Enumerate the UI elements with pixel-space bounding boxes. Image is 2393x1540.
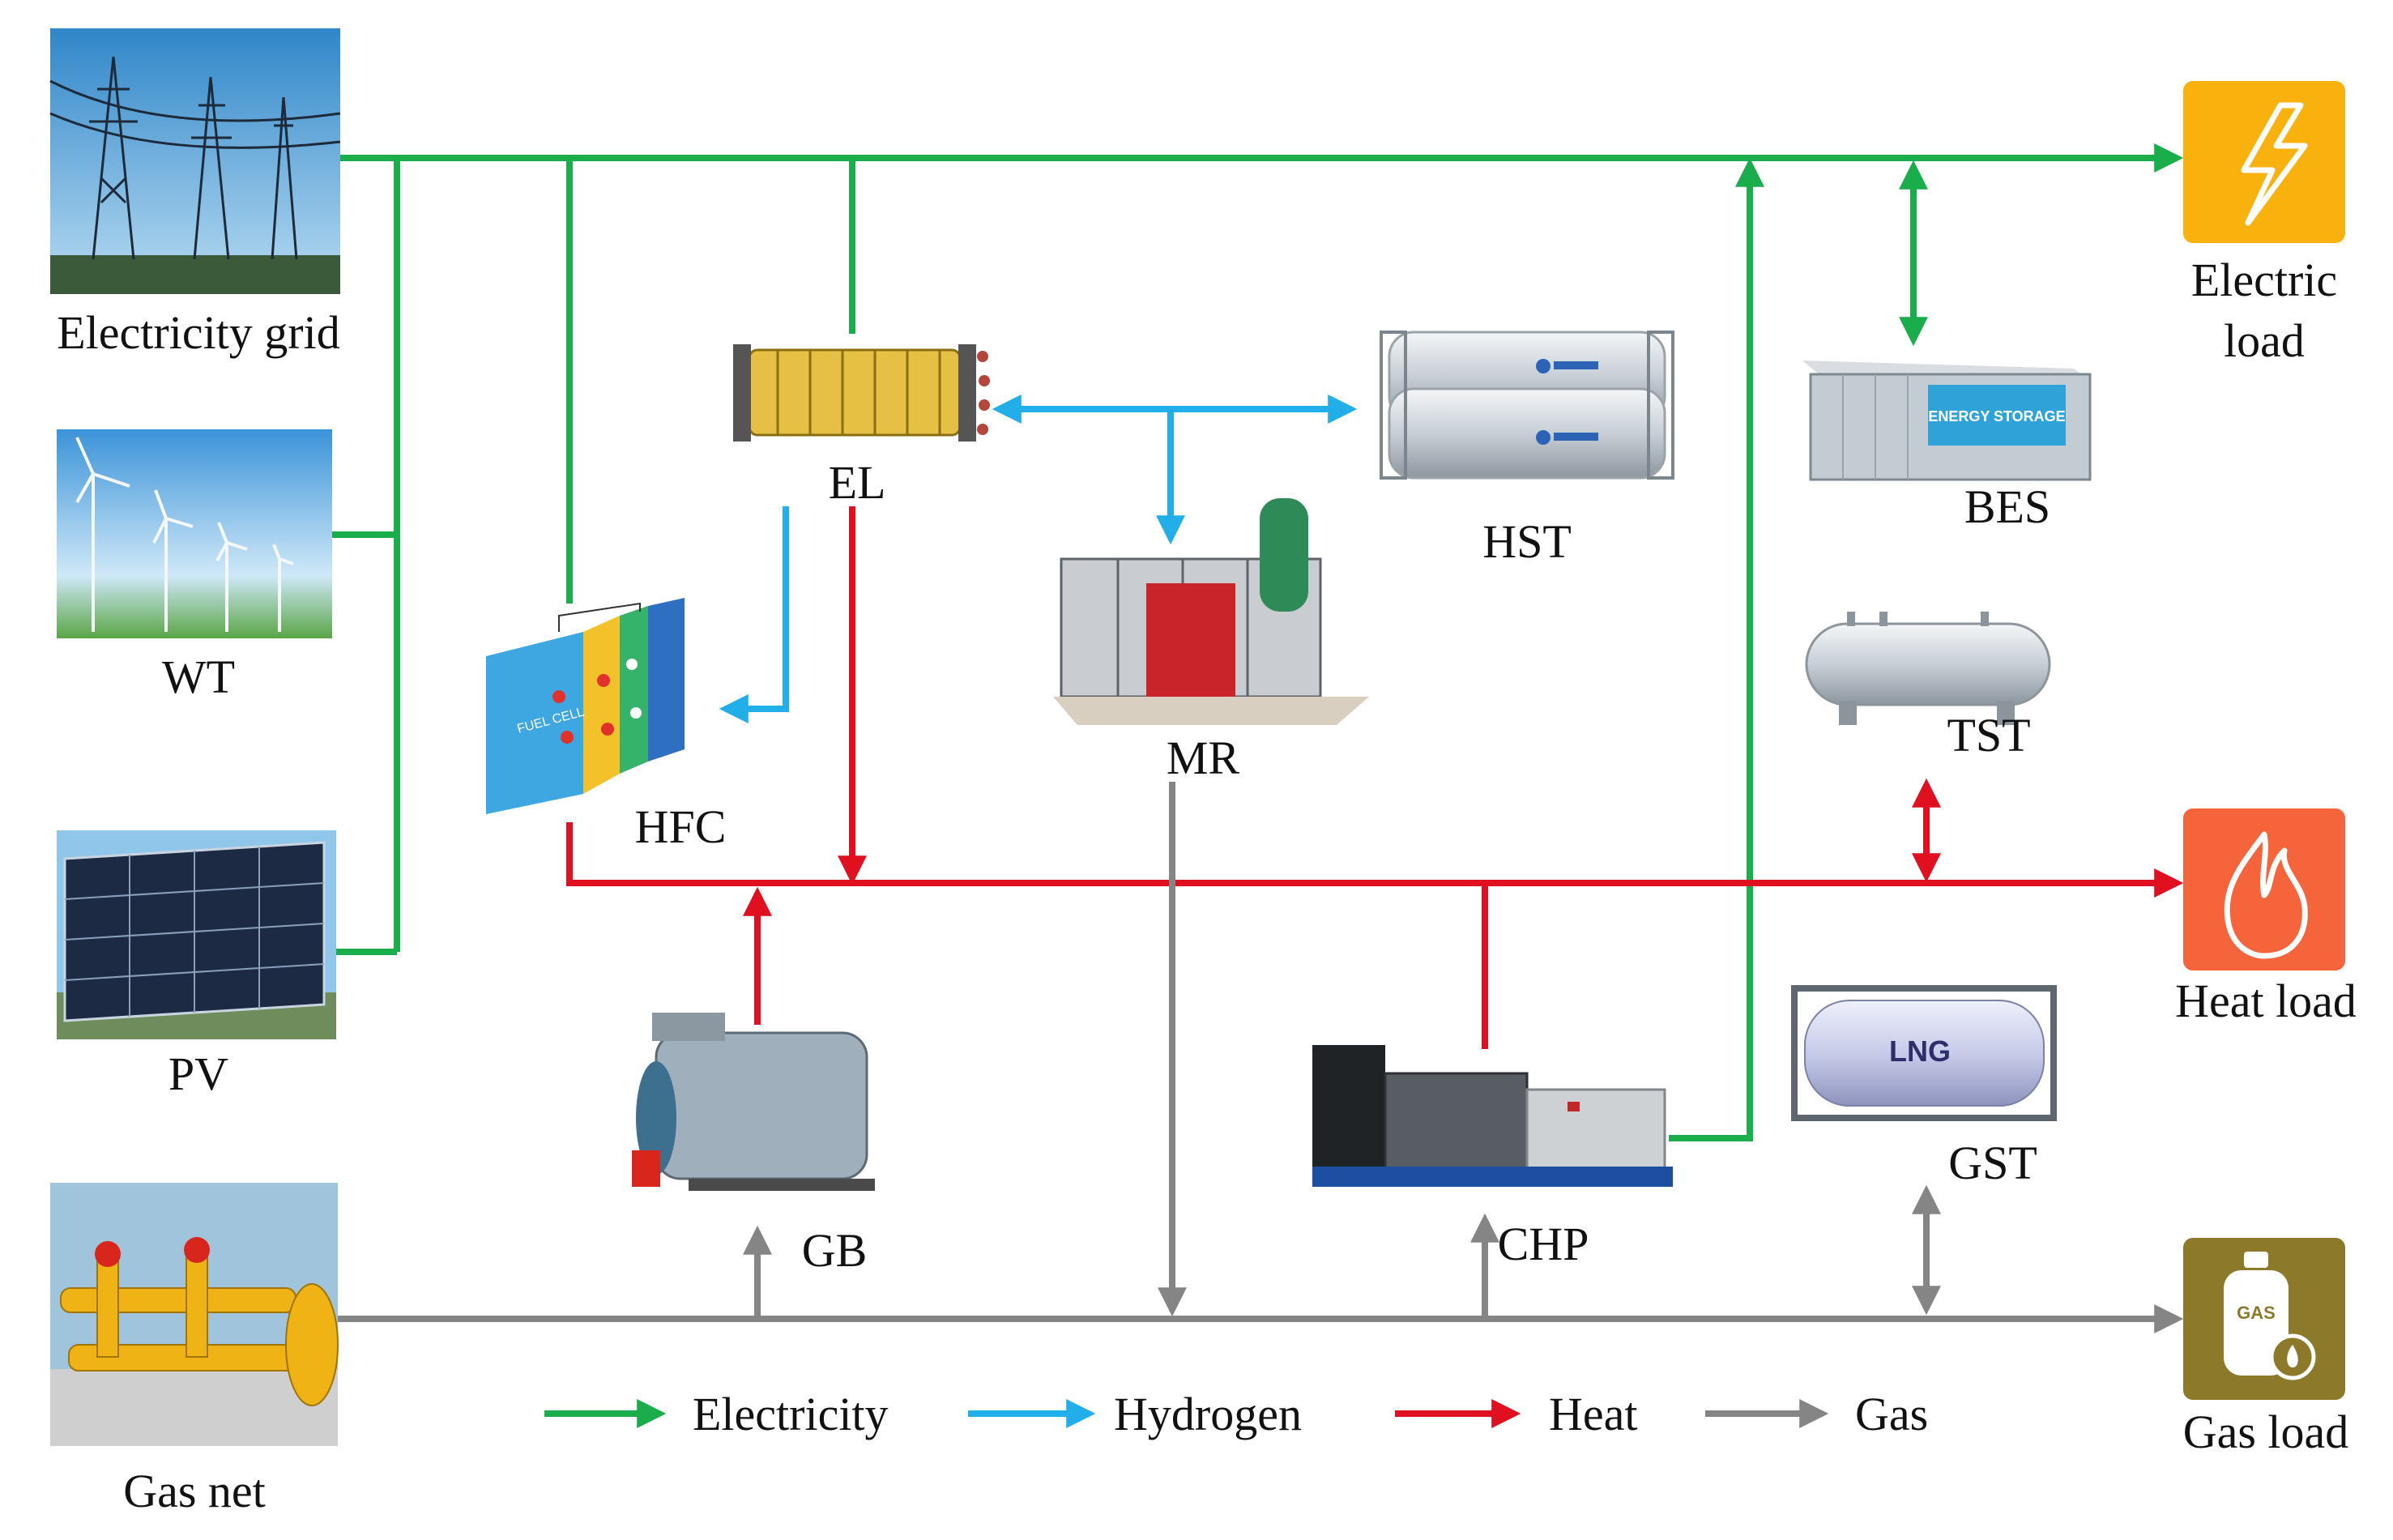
gb-label: GB bbox=[802, 1224, 868, 1277]
hydrogen-lines bbox=[719, 395, 1358, 723]
legend: Electricity Hydrogen Heat Gas bbox=[544, 1388, 1928, 1440]
tst-label: TST bbox=[1947, 709, 2030, 761]
bes-label: BES bbox=[1964, 480, 2050, 533]
gas-cylinder-icon: GAS bbox=[2224, 1252, 2316, 1380]
thermal-storage-tank-photo bbox=[1805, 612, 2051, 725]
methanation-reactor-photo bbox=[1053, 498, 1369, 725]
gst-lng-text: LNG bbox=[1889, 1034, 1951, 1068]
mr-label: MR bbox=[1167, 732, 1240, 784]
gas-storage-tank-photo: LNG bbox=[1791, 985, 2057, 1121]
battery-storage-photo: ENERGY STORAGE bbox=[1802, 360, 2092, 481]
gas-net-label: Gas net bbox=[123, 1465, 266, 1517]
hydrogen-fuel-cell-photo: FUEL CELL bbox=[486, 598, 685, 814]
gas-lines bbox=[332, 782, 2184, 1333]
flame-icon bbox=[2224, 831, 2308, 959]
legend-gas-label: Gas bbox=[1855, 1388, 1928, 1440]
chp-label: CHP bbox=[1498, 1218, 1589, 1270]
pv-label: PV bbox=[168, 1047, 228, 1100]
electric-load-box bbox=[2183, 81, 2345, 243]
gas-load-label: Gas load bbox=[2183, 1406, 2349, 1458]
lightning-bolt-icon bbox=[2241, 102, 2308, 226]
wind-turbine-photo bbox=[57, 429, 332, 638]
electric-load-label-line2: load bbox=[2224, 314, 2305, 367]
heat-load-label: Heat load bbox=[2175, 975, 2357, 1027]
legend-hydrogen-label: Hydrogen bbox=[1114, 1388, 1302, 1440]
wt-label: WT bbox=[162, 651, 235, 703]
gas-icon-text: GAS bbox=[2237, 1303, 2276, 1323]
electrolyzer-el-photo bbox=[733, 344, 990, 442]
heat-load-box bbox=[2183, 808, 2345, 970]
hfc-label: HFC bbox=[635, 800, 727, 853]
heat-lines bbox=[566, 506, 2184, 1049]
hst-label: HST bbox=[1482, 515, 1572, 568]
gas-boiler-photo bbox=[632, 1013, 875, 1191]
gst-label: GST bbox=[1948, 1137, 2037, 1189]
electricity-grid-label: Electricity grid bbox=[57, 306, 339, 359]
legend-heat-label: Heat bbox=[1549, 1388, 1638, 1440]
electricity-grid-photo bbox=[49, 28, 341, 294]
el-label: EL bbox=[829, 456, 886, 509]
electric-load-label-line1: Electric bbox=[2191, 254, 2337, 306]
gas-load-box: GAS bbox=[2183, 1238, 2345, 1400]
legend-electricity-label: Electricity bbox=[693, 1388, 889, 1440]
pv-panel-photo bbox=[57, 830, 336, 1039]
chp-generator-photo bbox=[1312, 1045, 1673, 1187]
bes-energy-storage-text: ENERGY STORAGE bbox=[1928, 408, 2065, 424]
hydrogen-storage-tank-photo bbox=[1380, 331, 1674, 480]
electricity-bus bbox=[332, 143, 2184, 1141]
gas-net-photo bbox=[50, 1183, 339, 1446]
